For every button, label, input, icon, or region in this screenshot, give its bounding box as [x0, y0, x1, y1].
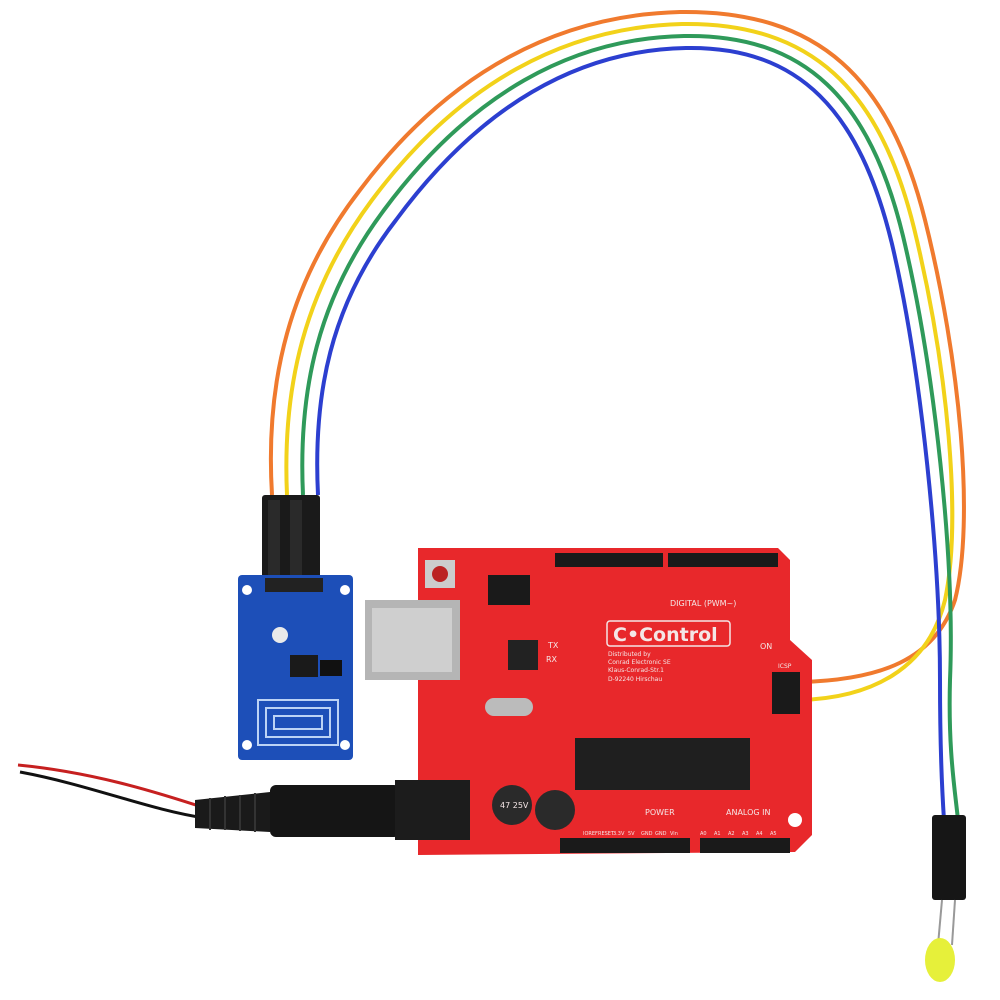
wire-blue: [315, 45, 946, 821]
capacitor: [492, 785, 532, 825]
distributor-line: Klaus-Conrad-Str.1: [608, 667, 664, 674]
distributor-line: D-92240 Hirschau: [608, 676, 662, 683]
capacitor: [535, 790, 575, 830]
jumper-wires: [268, 9, 966, 821]
analog-label: ANALOG IN: [726, 808, 771, 817]
pin-label: A4: [756, 831, 763, 837]
pin-label: 5V: [628, 831, 635, 837]
on-label: ON: [760, 642, 772, 651]
pin-label: 3.3V: [613, 831, 625, 837]
pin-label: A3: [742, 831, 749, 837]
power-cable: [17, 763, 206, 820]
distributor-line: Conrad Electronic SE: [608, 659, 671, 666]
pin-label: A5: [770, 831, 777, 837]
pin-label: GND: [655, 831, 667, 837]
pin-label: GND: [641, 831, 653, 837]
capacitor-label: 47 25V: [500, 801, 529, 810]
tx-label: TX: [547, 641, 559, 650]
pin-label: A1: [714, 831, 721, 837]
digital-label: DIGITAL (PWM~): [670, 599, 736, 608]
sensor-connectors: [262, 495, 320, 580]
wire-orange: [268, 9, 966, 684]
pin-label: A0: [700, 831, 707, 837]
distributor-line: Distributed by: [608, 651, 651, 658]
dc-power-plug: [195, 780, 470, 840]
pin-label: IOREF: [583, 831, 598, 837]
yellow-led: [925, 938, 955, 982]
wire-green: [300, 33, 960, 821]
brand-logo: C•Control: [613, 624, 718, 646]
icsp-label: ICSP: [778, 663, 792, 670]
rx-label: RX: [546, 655, 558, 664]
wire-yellow: [284, 21, 955, 702]
led-assembly: [925, 815, 966, 982]
power-label: POWER: [645, 808, 675, 817]
pin-label: Vin: [670, 831, 678, 837]
c-control-board: 47 25V C•Control Distributed by Conrad E…: [365, 548, 812, 855]
pin-label: A2: [728, 831, 735, 837]
touch-sensor-module: [238, 575, 353, 760]
pin-label: RESET: [598, 831, 615, 837]
